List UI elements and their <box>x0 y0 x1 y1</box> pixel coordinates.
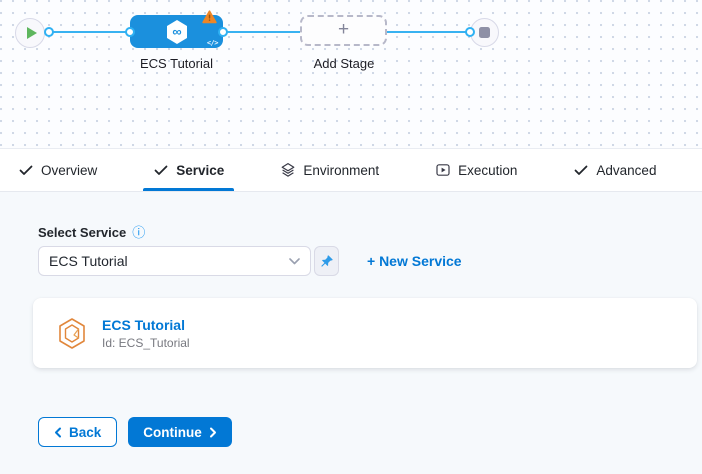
new-service-link[interactable]: + New Service <box>367 253 462 269</box>
tab-advanced[interactable]: Advanced <box>563 149 666 191</box>
tab-label: Execution <box>458 162 518 178</box>
stage-tabbar: Overview Service Environment Execution <box>0 149 702 192</box>
svg-text:∞: ∞ <box>172 24 181 39</box>
continue-button[interactable]: Continue <box>128 417 232 447</box>
add-stage-label: Add Stage <box>313 56 375 71</box>
check-icon <box>19 165 33 175</box>
service-card[interactable]: ECS Tutorial Id: ECS_Tutorial <box>33 298 697 368</box>
check-icon <box>154 165 168 175</box>
pin-button[interactable] <box>314 246 339 276</box>
chevron-down-icon <box>289 257 300 264</box>
select-service-label: Select Service <box>38 225 127 240</box>
check-icon <box>575 165 588 175</box>
chevron-right-icon <box>209 427 216 437</box>
add-stage-button[interactable]: + <box>300 15 387 46</box>
service-select-value: ECS Tutorial <box>49 253 128 269</box>
pipeline-canvas[interactable]: ∞ </> ECS Tutorial + Add Stage <box>0 0 702 149</box>
service-select-dropdown[interactable]: ECS Tutorial <box>38 246 311 276</box>
deploy-stage-icon: ∞ <box>166 19 187 44</box>
play-icon <box>26 27 37 39</box>
stage-node-label: ECS Tutorial <box>140 56 213 71</box>
continue-button-label: Continue <box>143 424 202 440</box>
connector-line <box>387 31 470 33</box>
back-button-label: Back <box>69 424 102 440</box>
connector-port <box>465 27 475 37</box>
plus-icon: + <box>337 19 350 40</box>
service-card-title: ECS Tutorial <box>102 316 185 333</box>
code-icon: </> <box>206 39 219 47</box>
tab-label: Service <box>176 162 225 178</box>
environment-layers-icon <box>281 163 295 177</box>
connector-line <box>223 31 300 33</box>
tab-label: Overview <box>41 162 98 178</box>
stage-node-ecs-tutorial[interactable]: ∞ </> <box>130 10 223 48</box>
connector-port <box>218 27 228 37</box>
pin-icon <box>321 254 333 267</box>
connector-line <box>50 31 130 33</box>
connector-port <box>125 27 135 37</box>
service-card-id: Id: ECS_Tutorial <box>102 335 190 350</box>
connector-port <box>44 27 54 37</box>
service-tab-panel: Select Service ⓘ ECS Tutorial + New Serv… <box>0 192 702 474</box>
warning-icon <box>202 10 217 29</box>
pipeline-start-node <box>15 18 45 48</box>
tab-environment[interactable]: Environment <box>270 149 389 191</box>
tab-service[interactable]: Service <box>143 149 235 191</box>
tab-execution[interactable]: Execution <box>425 149 527 191</box>
execution-play-icon <box>436 164 450 176</box>
info-icon[interactable]: ⓘ <box>132 225 146 240</box>
tab-label: Environment <box>303 162 380 178</box>
service-hexagon-icon <box>59 317 85 349</box>
tab-label: Advanced <box>596 162 657 178</box>
stop-icon <box>479 27 490 38</box>
tab-overview[interactable]: Overview <box>8 149 107 191</box>
chevron-left-icon <box>55 427 61 437</box>
back-button[interactable]: Back <box>38 417 118 447</box>
